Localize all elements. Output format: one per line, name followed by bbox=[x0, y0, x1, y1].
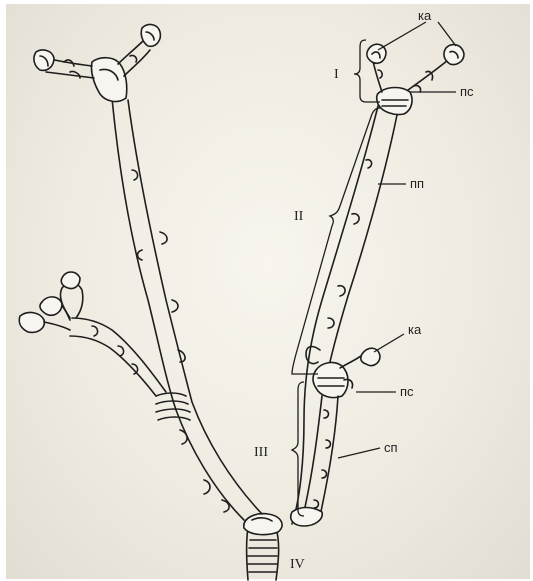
leader-ka-top-left bbox=[378, 22, 426, 50]
upper-left-crown bbox=[34, 25, 160, 102]
label-ka-top: ка bbox=[418, 8, 432, 23]
trunk-base bbox=[244, 514, 282, 580]
label-ka-mid: ка bbox=[408, 322, 422, 337]
segment-label-II: II bbox=[294, 209, 304, 224]
leader-sp bbox=[338, 448, 380, 458]
label-ps-top: пс bbox=[460, 84, 474, 99]
label-pp: пп bbox=[410, 176, 424, 191]
lower-left-branch bbox=[19, 272, 166, 396]
segment-label-III: III bbox=[254, 445, 268, 460]
leader-ka-top-right bbox=[438, 22, 456, 46]
left-main-branch bbox=[112, 98, 262, 520]
leader-ka-mid bbox=[374, 334, 404, 352]
upper-right-crown bbox=[367, 44, 464, 114]
segment-label-IV: IV bbox=[290, 557, 305, 572]
right-main-branch bbox=[292, 106, 398, 524]
label-sp: сп bbox=[384, 440, 398, 455]
bracket-III bbox=[292, 382, 304, 516]
segment-label-I: I bbox=[334, 67, 339, 82]
label-ps-mid: пс bbox=[400, 384, 414, 399]
